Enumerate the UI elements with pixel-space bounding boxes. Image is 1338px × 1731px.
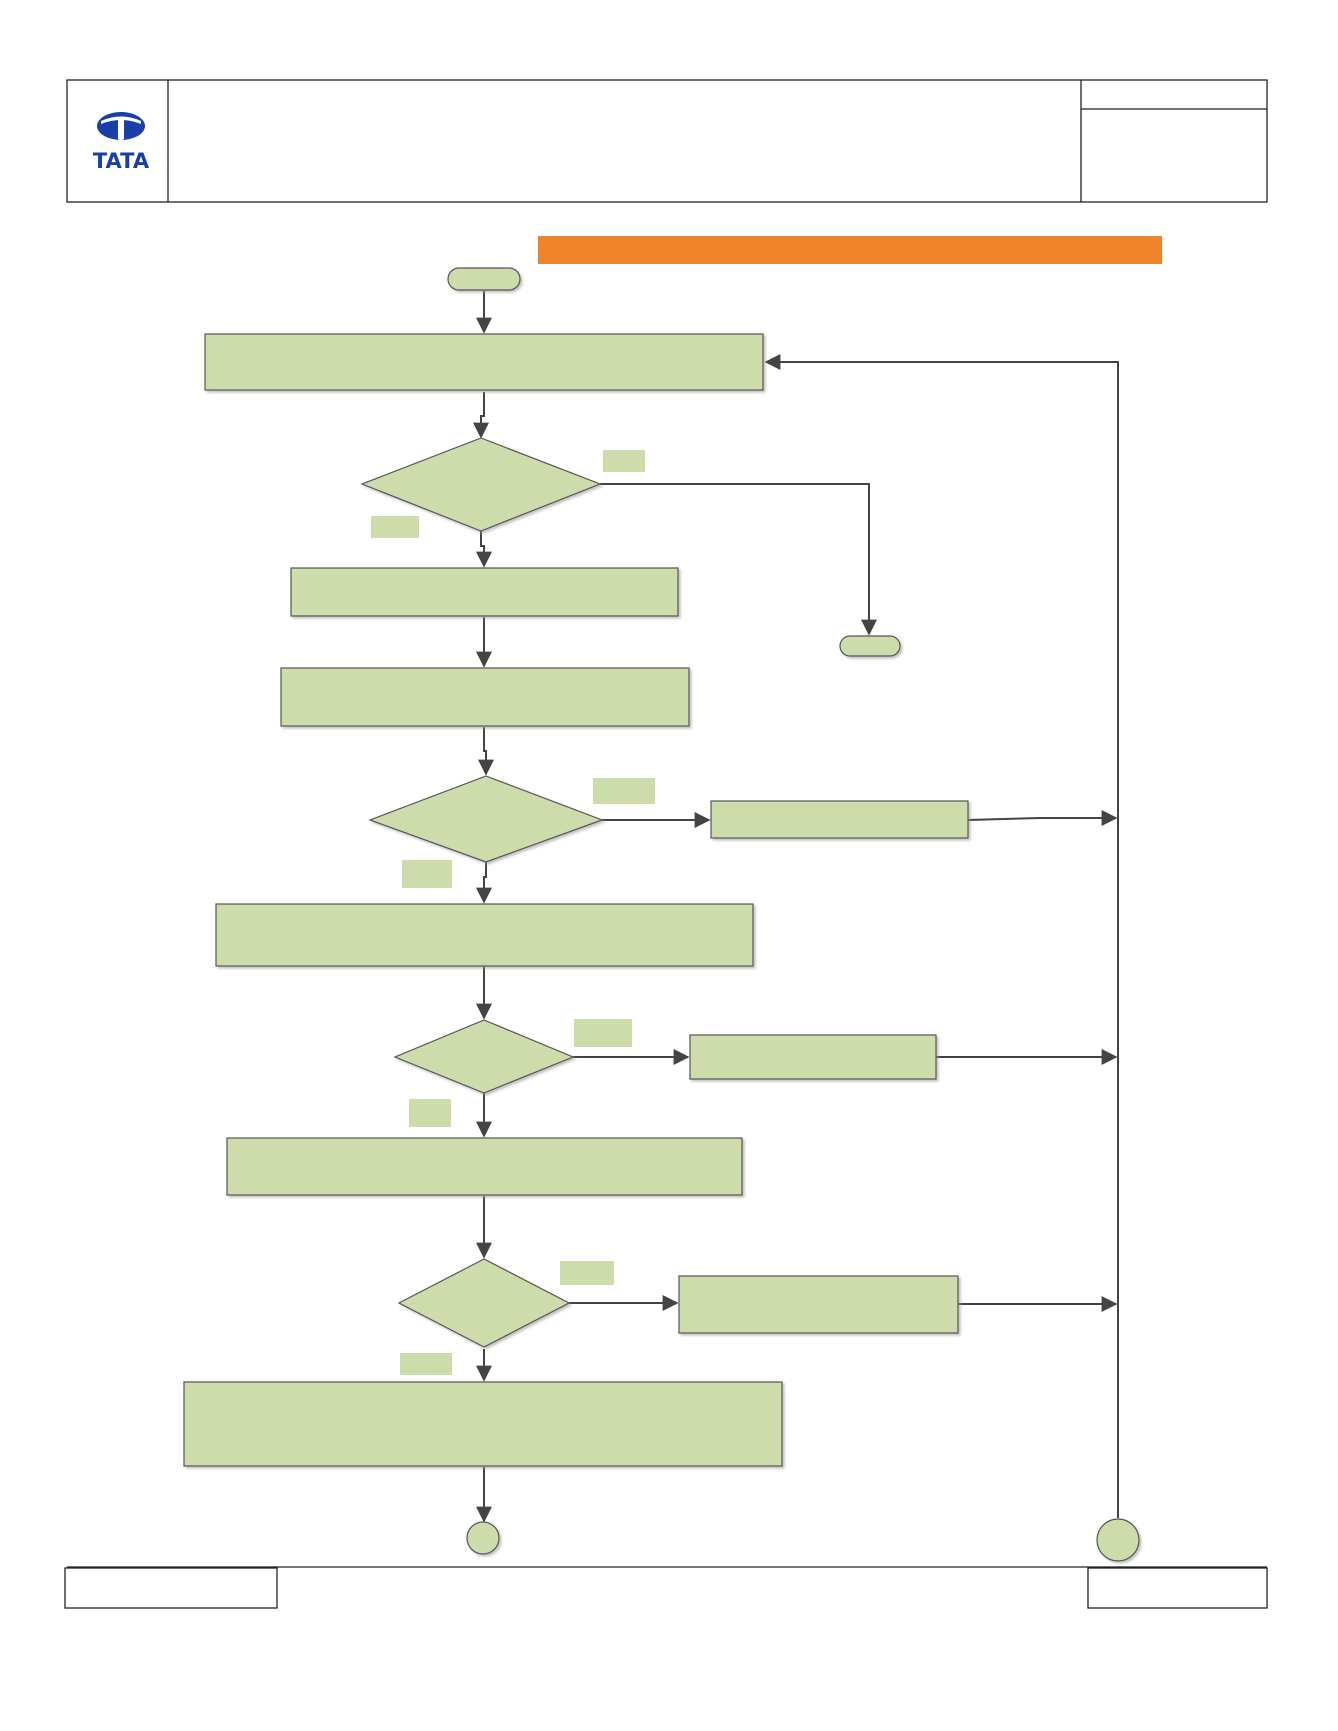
- side-action-3: [678, 1275, 959, 1334]
- side-action-1: [710, 800, 969, 839]
- start-terminator: [447, 267, 521, 291]
- decision-3: [393, 1019, 575, 1094]
- decision-2: [368, 775, 604, 863]
- footer: [64, 1566, 1268, 1609]
- side-action-2: [689, 1034, 937, 1080]
- process-step-3: [280, 667, 690, 727]
- logo-wordmark: TATA: [93, 149, 150, 173]
- bottom-connector: [466, 1521, 500, 1555]
- decision-1-yes-tag: [603, 450, 645, 472]
- decision-1-no-tag: [371, 516, 419, 538]
- return-connector: [1096, 1518, 1140, 1562]
- decision-4: [397, 1258, 571, 1348]
- header: TATA: [66, 79, 1268, 203]
- decision-2-yes-tag: [593, 778, 655, 804]
- process-step-2: [290, 567, 679, 617]
- decision-1: [360, 437, 602, 532]
- process-step-6: [183, 1381, 783, 1467]
- decision-4-yes-tag: [560, 1261, 614, 1285]
- section-banner: [538, 236, 1162, 264]
- decision-2-no-tag: [402, 860, 452, 888]
- end-terminator: [839, 635, 901, 657]
- decision-3-no-tag: [409, 1099, 451, 1127]
- decision-3-yes-tag: [574, 1019, 632, 1047]
- process-step-1: [204, 333, 764, 391]
- process-step-4: [215, 903, 754, 967]
- flow-connectors: [473, 291, 1119, 1523]
- process-step-5: [226, 1137, 743, 1196]
- decision-4-no-tag: [400, 1353, 452, 1375]
- tata-logo-icon: TATA: [93, 112, 150, 173]
